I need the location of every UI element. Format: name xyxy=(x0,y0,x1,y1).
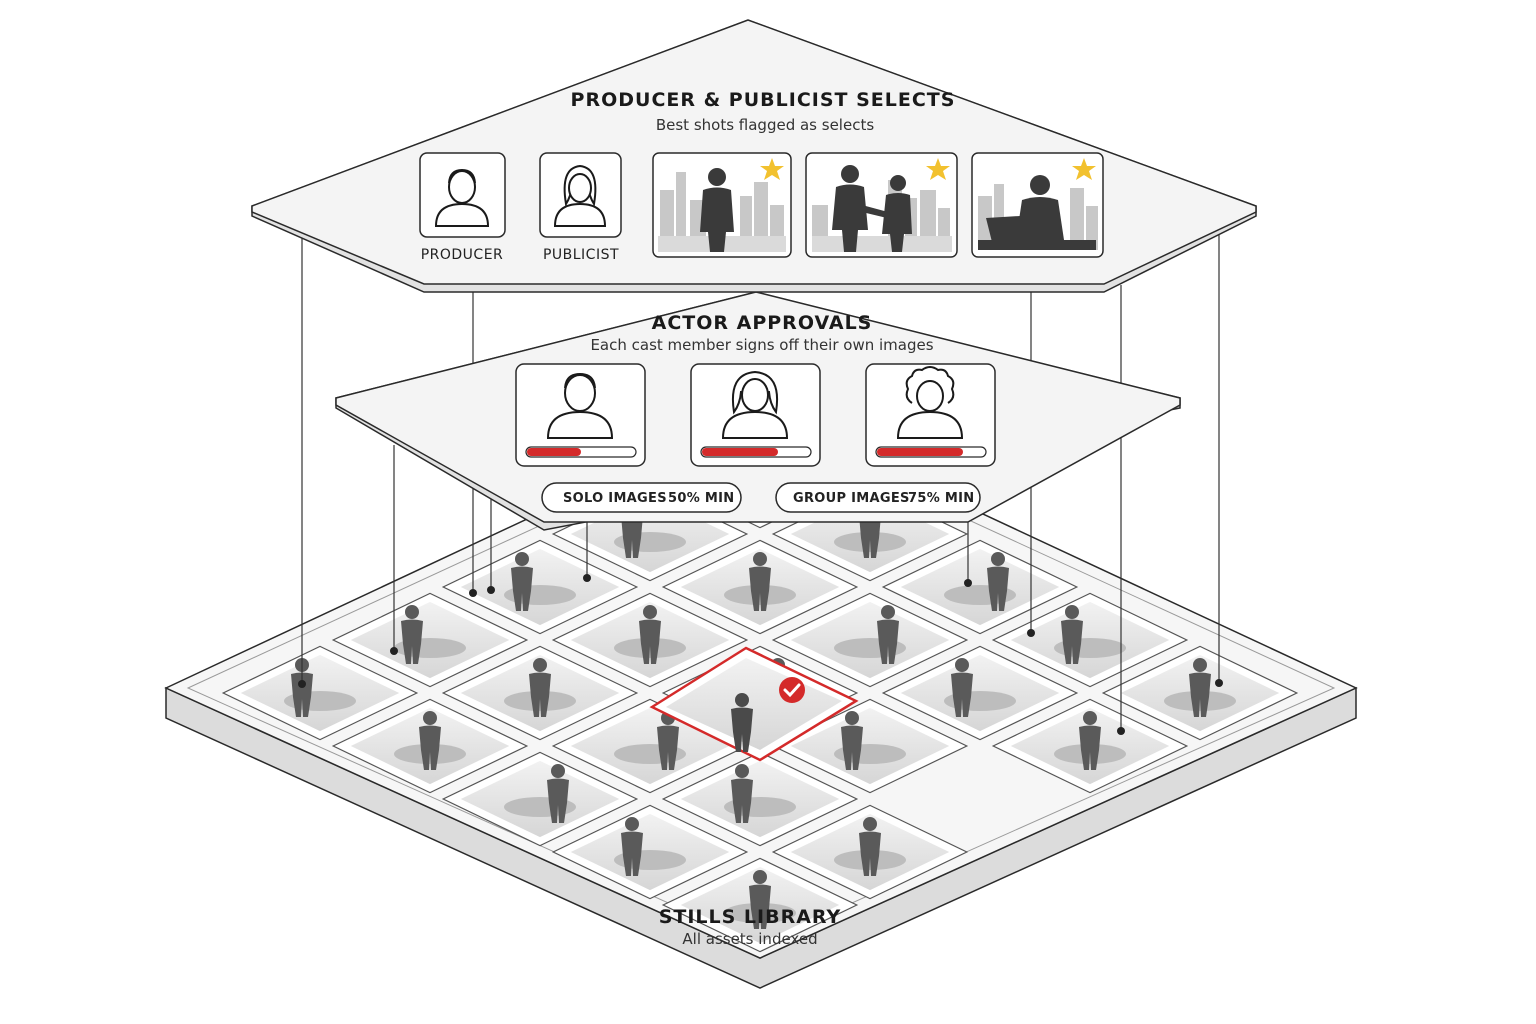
connector-endpoint-dot xyxy=(1215,679,1223,687)
connector-endpoint-dot xyxy=(1027,629,1035,637)
actor-approvals-layer: ACTOR APPROVALS Each cast member signs o… xyxy=(335,291,1181,531)
stills-tile[interactable] xyxy=(551,804,749,900)
actor-card-1[interactable] xyxy=(515,363,646,467)
stills-tile[interactable] xyxy=(661,539,859,635)
stills-library-layer: STILLS LIBRARY All assets indexed xyxy=(164,409,1358,989)
select-photo-2[interactable] xyxy=(805,152,958,258)
stills-library-subtitle: All assets indexed xyxy=(682,930,817,948)
stills-tile[interactable] xyxy=(881,645,1079,741)
publicist-label: PUBLICIST xyxy=(543,247,619,263)
star-icon xyxy=(760,158,784,180)
stills-tile[interactable] xyxy=(441,751,639,847)
actor-card-2[interactable] xyxy=(690,363,821,467)
selects-title: PRODUCER & PUBLICIST SELECTS xyxy=(571,89,956,111)
producer-card[interactable]: PRODUCER xyxy=(419,152,506,263)
stills-tile[interactable] xyxy=(441,645,639,741)
actor-approval-progress xyxy=(877,448,963,456)
solo-images-label: SOLO IMAGES xyxy=(563,491,667,506)
city-skyline xyxy=(978,184,1098,250)
select-photo-3[interactable] xyxy=(971,152,1104,258)
stills-tile[interactable] xyxy=(771,804,969,900)
two-people-silhouette xyxy=(832,165,912,252)
stills-library-title: STILLS LIBRARY xyxy=(659,906,842,928)
actor-female-avatar-icon xyxy=(721,370,789,439)
stills-tile[interactable] xyxy=(991,698,1189,794)
stills-tile[interactable] xyxy=(331,592,529,688)
group-images-rule-pill: GROUP IMAGES 75% MIN xyxy=(775,482,981,513)
producer-publicist-selects-layer: PRODUCER & PUBLICIST SELECTS Best shots … xyxy=(251,19,1257,293)
stills-tile[interactable] xyxy=(331,698,529,794)
man-at-laptop-silhouette xyxy=(978,175,1096,250)
connector-endpoint-dot xyxy=(487,586,495,594)
stills-tile[interactable] xyxy=(991,592,1189,688)
stills-tile-grid xyxy=(221,433,1299,953)
highlighted-approved-tile[interactable] xyxy=(649,646,859,762)
producer-label: PRODUCER xyxy=(421,247,504,263)
actor-curly-avatar-icon xyxy=(896,366,964,439)
connector-endpoint-dot xyxy=(298,680,306,688)
connector-endpoint-dot xyxy=(1117,727,1125,735)
stills-tile[interactable] xyxy=(771,592,969,688)
stills-tile[interactable] xyxy=(661,857,859,953)
stills-tile[interactable] xyxy=(551,698,749,794)
publicist-avatar-icon xyxy=(553,164,607,227)
stills-tile[interactable] xyxy=(881,539,1079,635)
actor-approval-progress xyxy=(527,448,581,456)
stills-tile[interactable] xyxy=(221,645,419,741)
stills-tile[interactable] xyxy=(771,698,969,794)
actor-approvals-subtitle: Each cast member signs off their own ima… xyxy=(590,336,933,354)
connector-endpoint-dot xyxy=(390,647,398,655)
actor-male-avatar-icon xyxy=(546,372,614,439)
stills-tile[interactable] xyxy=(661,751,859,847)
star-icon xyxy=(1072,158,1096,180)
publicist-card[interactable]: PUBLICIST xyxy=(539,152,622,263)
producer-avatar-icon xyxy=(434,168,490,227)
connector-endpoint-dot xyxy=(964,579,972,587)
star-icon xyxy=(926,158,950,180)
check-icon xyxy=(779,677,805,703)
select-photo-1[interactable] xyxy=(652,152,792,258)
man-standing-silhouette xyxy=(700,168,734,252)
group-images-label: GROUP IMAGES xyxy=(793,491,910,506)
solo-images-rule-pill: SOLO IMAGES 50% MIN xyxy=(541,482,742,513)
stills-tile[interactable] xyxy=(1101,645,1299,741)
connector-endpoint-dot xyxy=(583,574,591,582)
group-images-min: 75% MIN xyxy=(908,491,974,506)
solo-images-min: 50% MIN xyxy=(668,491,734,506)
stills-tile[interactable] xyxy=(551,592,749,688)
actor-card-3[interactable] xyxy=(865,363,996,467)
selects-subtitle: Best shots flagged as selects xyxy=(656,116,874,134)
actor-approval-progress xyxy=(702,448,778,456)
connector-endpoint-dot xyxy=(469,589,477,597)
actor-approvals-title: ACTOR APPROVALS xyxy=(652,312,873,334)
